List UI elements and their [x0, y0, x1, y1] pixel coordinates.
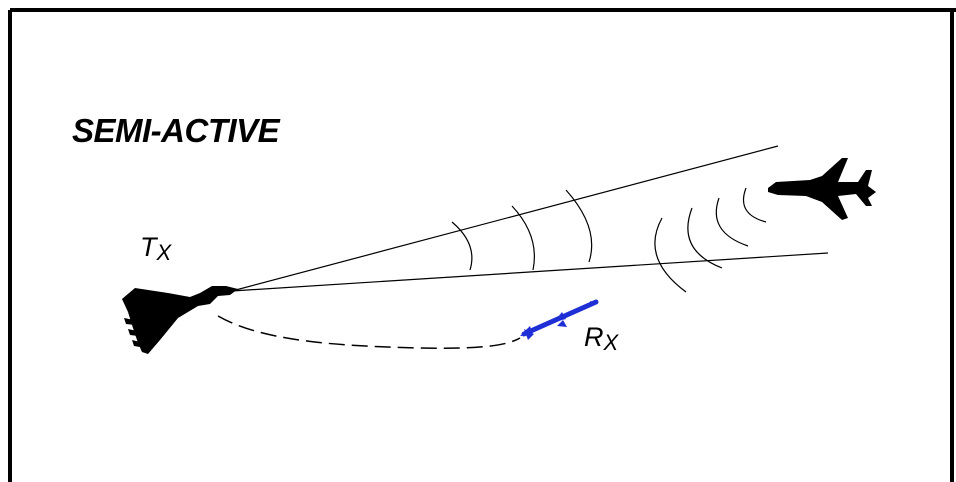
diagram-title: SEMI-ACTIVE: [72, 112, 279, 150]
receiver-label: RX: [584, 322, 618, 353]
receiver-label-main: R: [584, 322, 604, 352]
reflected-wave-fronts: [655, 188, 766, 292]
transmitter-label-sub: X: [157, 240, 172, 265]
reflected-wave: [744, 188, 767, 222]
radar-beam: [232, 146, 828, 291]
beam-lower-edge: [232, 253, 828, 291]
reflected-wave: [655, 218, 686, 292]
transmitter-label-main: T: [140, 232, 157, 262]
target-aircraft-icon: [768, 158, 876, 220]
wave-front: [452, 222, 472, 270]
receiver-label-sub: X: [604, 330, 619, 355]
transmitter-label: TX: [140, 232, 171, 263]
transmitted-wave-fronts: [452, 190, 592, 270]
beam-upper-edge: [232, 146, 778, 291]
missile-flight-path: [218, 316, 520, 348]
launch-aircraft-icon: [122, 286, 238, 354]
reflected-wave: [716, 198, 748, 246]
